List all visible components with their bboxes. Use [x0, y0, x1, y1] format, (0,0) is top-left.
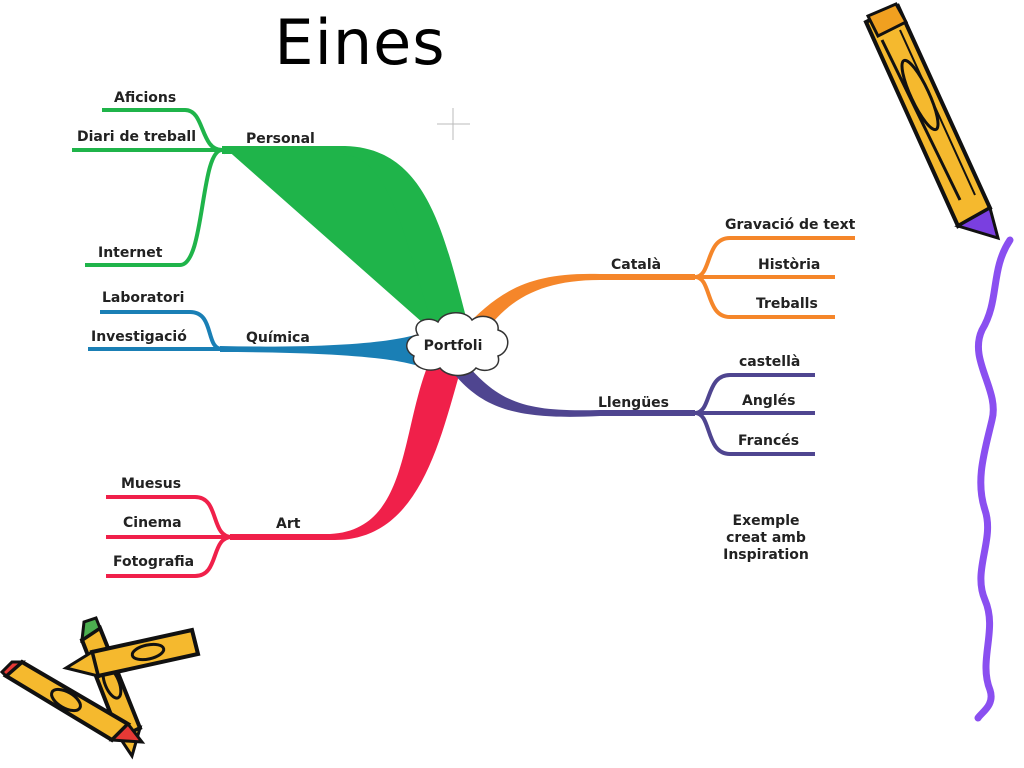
node-muesus: Muesus	[121, 476, 182, 492]
node-frances: Francés	[738, 433, 800, 449]
branch-personal	[72, 108, 470, 340]
node-fotografia: Fotografia	[113, 554, 195, 570]
node-castella: castellà	[739, 354, 801, 370]
crayons-icon	[0, 616, 201, 760]
node-art: Art	[276, 516, 301, 532]
credit-line-2: creat amb	[726, 530, 806, 546]
node-llengues: Llengües	[598, 395, 669, 411]
branch-art	[106, 360, 462, 578]
branch-llengues	[455, 362, 815, 456]
node-quimica: Química	[246, 330, 310, 346]
pencil-icon	[863, 2, 1001, 241]
node-angles: Anglés	[742, 393, 796, 409]
center-node-label: Portfoli	[423, 338, 483, 354]
branch-catala	[462, 236, 855, 340]
node-catala: Català	[611, 257, 662, 273]
node-diari-de-treball: Diari de treball	[77, 129, 196, 145]
node-gravacio-de-text: Gravació de text	[725, 217, 856, 233]
squiggle-line	[974, 236, 1014, 722]
credit-line-1: Exemple	[732, 513, 800, 529]
node-laboratori: Laboratori	[102, 290, 185, 306]
node-cinema: Cinema	[123, 515, 182, 531]
branch-quimica	[88, 310, 415, 365]
slide-title: Eines	[274, 6, 446, 79]
node-personal: Personal	[246, 131, 315, 147]
node-internet: Internet	[98, 245, 163, 261]
node-treballs: Treballs	[756, 296, 818, 312]
credit-note: Exemple creat amb Inspiration	[700, 513, 832, 564]
credit-line-3: Inspiration	[723, 547, 809, 563]
node-aficions: Aficions	[114, 90, 177, 106]
portfoli-cloud	[406, 312, 509, 377]
node-investigacio: Investigació	[91, 329, 187, 345]
node-historia: Història	[758, 257, 821, 273]
crosshair-mark	[437, 108, 470, 140]
